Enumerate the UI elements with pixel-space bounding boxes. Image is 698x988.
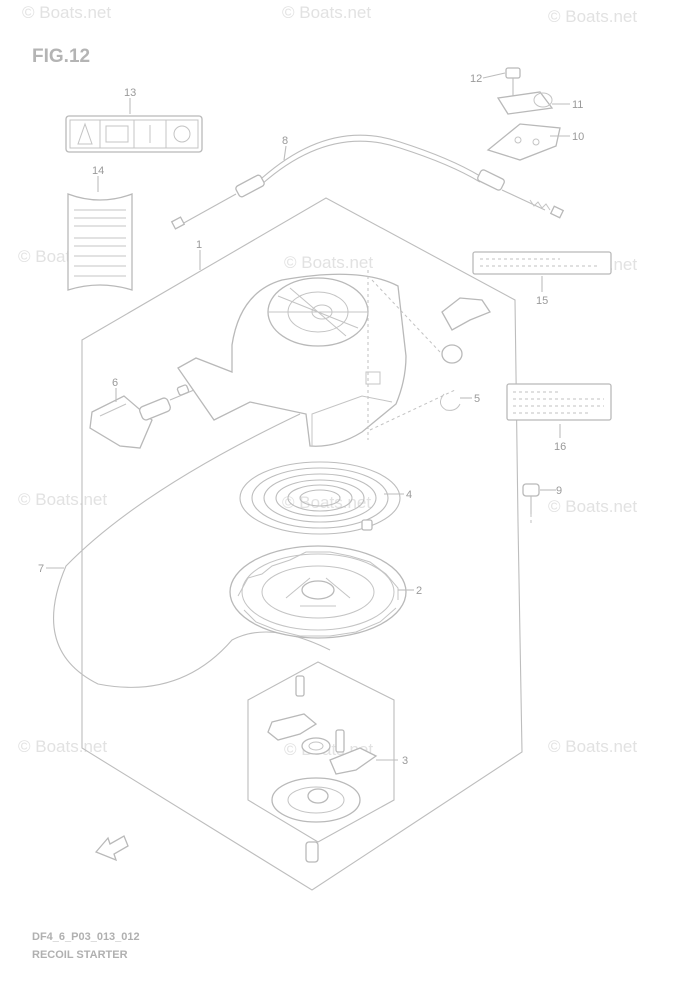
figure-title: FIG.12 [32, 46, 90, 67]
callout-1: 1 [196, 239, 202, 251]
callout-6: 6 [112, 377, 118, 389]
part-6-handle [89, 384, 195, 449]
part-4-recoil-spring [239, 461, 401, 535]
part-13-warning-label [65, 115, 203, 153]
watermark: © Boats.net [18, 737, 107, 756]
callout-2: 2 [416, 585, 422, 597]
watermark-layer: © Boats.net © Boats.net © Boats.net © Bo… [18, 3, 637, 759]
callout-4: 4 [406, 489, 412, 501]
part-3-ratchet-assembly [247, 661, 395, 863]
callout-16: 16 [554, 441, 566, 453]
callout-13: 13 [124, 87, 136, 99]
part-15-label-plate [472, 251, 612, 275]
figure-name: RECOIL STARTER [32, 949, 128, 961]
part-7-rope [53, 413, 331, 688]
watermark: © Boats.net [282, 3, 371, 22]
part-2-reel [229, 545, 407, 639]
watermark: © Boats.net [548, 737, 637, 756]
callout-12: 12 [470, 73, 482, 85]
watermark: © Boats.net [284, 253, 373, 272]
callout-labels: 1 2 3 4 5 6 7 8 9 10 11 12 13 14 15 16 [38, 73, 584, 767]
part-14-instruction-label [67, 193, 133, 291]
front-arrow-icon [94, 835, 129, 862]
callout-9: 9 [556, 485, 562, 497]
callout-15: 15 [536, 295, 548, 307]
callout-7: 7 [38, 563, 44, 575]
part-9-bolt [522, 483, 540, 524]
assembly-outline [81, 197, 523, 891]
part-8-cable [170, 134, 565, 230]
part-1-starter-case [177, 270, 456, 447]
part-16-label-plate [506, 383, 612, 421]
callout-8: 8 [282, 135, 288, 147]
part-5-spring-clip [440, 297, 491, 411]
figure-code: DF4_6_P03_013_012 [32, 931, 140, 943]
callout-14: 14 [92, 165, 104, 177]
watermark: © Boats.net [22, 3, 111, 22]
callout-11: 11 [572, 99, 583, 111]
callout-10: 10 [572, 131, 584, 143]
part-10-11-12-bracket [486, 67, 561, 161]
watermark: © Boats.net [282, 493, 371, 512]
watermark: © Boats.net [18, 490, 107, 509]
leader-lines [46, 72, 570, 761]
callout-3: 3 [402, 755, 408, 767]
watermark: © Boats.net [548, 7, 637, 26]
watermark: © Boats.net [548, 497, 637, 516]
callout-5: 5 [474, 393, 480, 405]
